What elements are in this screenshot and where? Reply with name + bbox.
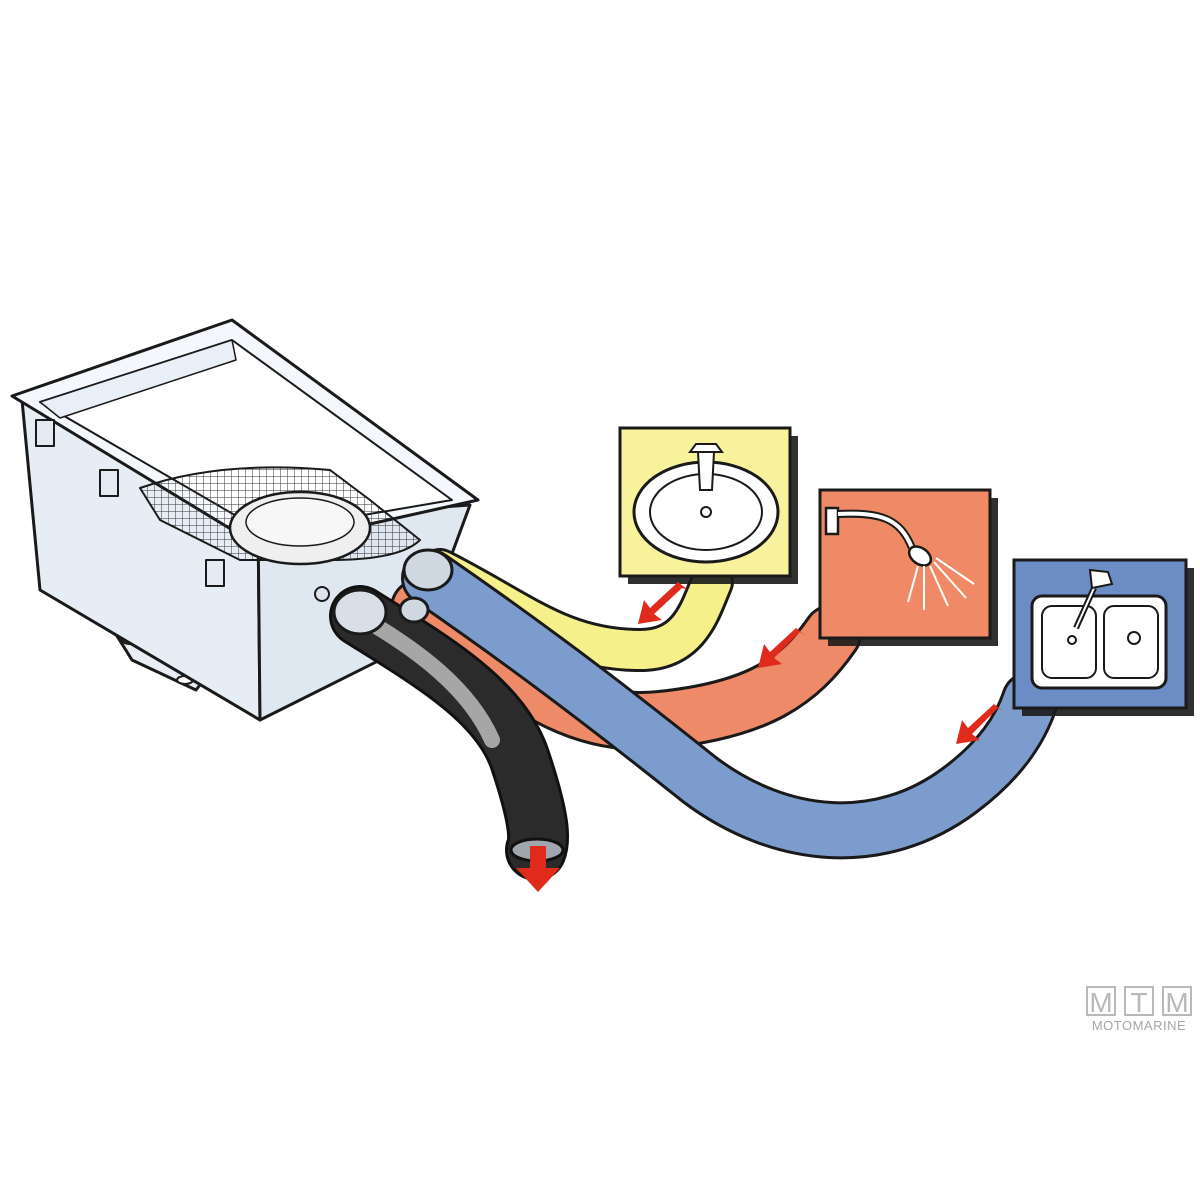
watermark-letter: M [1086,986,1116,1018]
pump-cover [228,490,372,566]
sink-icon [632,443,780,564]
watermark-logo: M T M MOTOMARINE [1086,986,1192,1033]
washbasin-panel [618,426,798,584]
watermark-letters: M T M [1086,986,1192,1018]
galley-sink-hose [401,549,1059,860]
shower-panel [818,488,998,646]
double-sink-icon [1030,568,1168,690]
watermark-subtitle: MOTOMARINE [1091,1018,1187,1033]
watermark-letter: T [1124,986,1154,1018]
hoses [329,548,1059,881]
watermark-letter: M [1162,986,1192,1018]
shower-icon [824,506,975,610]
galley-sink-panel [1012,558,1194,716]
flow-arrow-icon [516,582,1004,892]
